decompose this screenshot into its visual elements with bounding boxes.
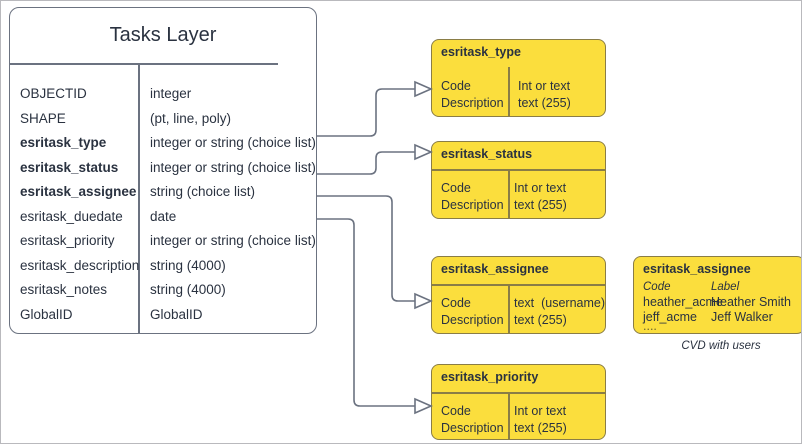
domain-fields: Code Description [441,296,504,327]
field-type: integer or string (choice list) [150,233,316,248]
cvd-caption: CVD with users [681,340,761,352]
domain-box-title: esritask_priority [441,370,539,384]
cvd-header-label: Label [711,281,740,293]
table-row: esritask_notes string (4000) [10,282,316,307]
domain-title-divider [432,169,605,171]
domain-box-esritask-assignee[interactable]: esritask_assignee Code Description text … [431,256,606,334]
connector-type [317,88,415,137]
table-row: esritask_assignee string (choice list) [10,184,316,209]
domain-box-title: esritask_assignee [441,262,549,276]
domain-fields: Code Description [441,181,504,212]
field-name: SHAPE [20,110,66,126]
field-name: esritask_description [20,257,140,273]
field-type: GlobalID [150,306,203,322]
cvd-code-1: jeff_acme [643,310,697,324]
table-row: SHAPE (pt, line, poly) [10,111,316,136]
cvd-title: esritask_assignee [643,262,751,276]
cvd-ellipsis: .... [643,319,657,333]
cvd-code-0: heather_acme [643,295,723,309]
field-type: (pt, line, poly) [150,110,232,126]
domain-types: Int or text text (255) [514,181,567,212]
title-divider [10,63,278,65]
field-type: string (4000) [150,257,226,273]
field-type: integer or string (choice list) [150,159,316,175]
field-name: OBJECTID [20,86,87,101]
table-row: OBJECTID integer [10,86,316,111]
field-type: string (choice list) [150,184,256,199]
connector-priority [317,218,415,407]
page-title: Tasks Layer [109,24,217,46]
field-type: integer [150,86,192,101]
table-row: esritask_status integer or string (choice… [10,160,316,185]
domain-types: text (username) text (255) [514,296,606,327]
field-name: esritask_assignee [20,184,137,199]
arrowhead-status [414,143,433,161]
table-row: esritask_description string (4000) [10,258,316,283]
domain-types: Int or text text (255) [514,404,567,435]
field-name: esritask_duedate [20,208,123,224]
domain-title-divider [432,392,605,394]
table-row: GlobalID GlobalID [10,307,316,332]
cvd-label-0: Heather Smith [711,295,791,309]
connector-assignee [317,195,415,302]
domain-fields: Code Description [441,79,504,110]
domain-title-divider [432,284,605,286]
arrowhead-priority [414,397,433,415]
field-name: GlobalID [20,306,73,322]
column-divider [138,64,140,333]
domain-box-esritask-status[interactable]: esritask_status Code Description Int or … [431,141,606,219]
field-name: esritask_notes [20,282,108,297]
domain-column-divider [508,284,510,333]
domain-column-divider [508,67,510,116]
domain-box-title: esritask_status [441,147,533,161]
cvd-header-code: Code [643,281,671,293]
arrowhead-type [414,80,433,98]
domain-column-divider [508,392,510,439]
table-row: esritask_priority integer or string (choi… [10,233,316,258]
domain-types: Int or text text (255) [518,79,571,110]
table-row: esritask_type integer or string (choice l… [10,135,316,160]
domain-column-divider [508,169,510,218]
domain-box-esritask-priority[interactable]: esritask_priority Code Description Int o… [431,364,606,440]
domain-box-title: esritask_type [441,45,521,59]
field-type: date [150,208,177,224]
field-name: esritask_type [20,135,107,150]
field-type: integer or string (choice list) [150,135,316,150]
field-type: string (4000) [150,282,226,297]
field-name: esritask_status [20,159,119,175]
cvd-label-1: Jeff Walker [711,310,773,324]
cvd-sample-box[interactable]: esritask_assignee Code Label heather_acm… [633,256,801,334]
domain-fields: Code Description [441,404,504,435]
arrowhead-assignee [414,292,433,310]
table-row: esritask_duedate date [10,209,316,234]
domain-box-esritask-type[interactable]: esritask_type Code Description Int or te… [431,39,606,117]
field-name: esritask_priority [20,233,115,248]
connector-status [317,151,415,175]
